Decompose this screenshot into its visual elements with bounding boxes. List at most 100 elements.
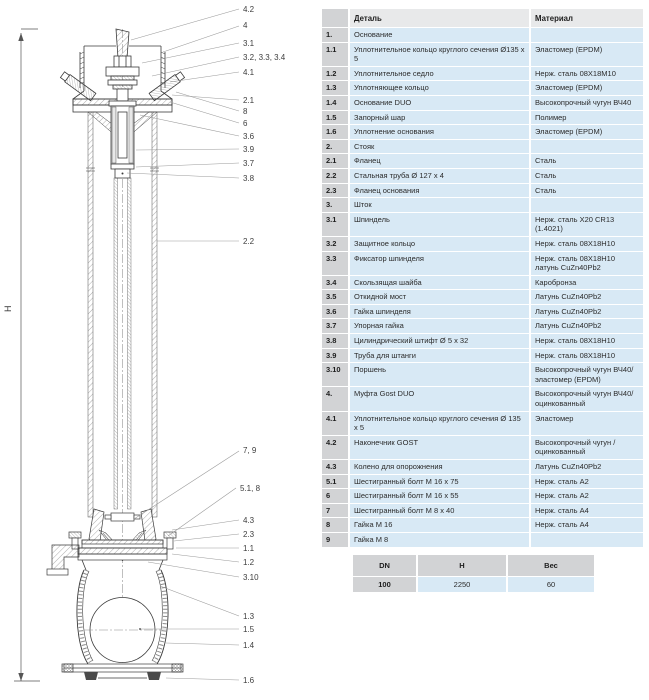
callout-labels: 4.2 4 3.1 3.2, 3.3, 3.4 4.1 2.1 8 6 3.6 … [240,5,286,685]
part-number: 4.2 [322,435,348,459]
part-number: 9 [322,532,348,547]
callout-label: 2.1 [243,96,255,105]
column-header-material: Материал [531,9,643,27]
callout-label: 3.2, 3.3, 3.4 [243,53,286,62]
parts-table-row: 1.3 Уплотняющее кольцо Эластомер (EPDM) [322,81,643,95]
part-name: Поршень [350,363,529,387]
part-number: 4.1 [322,411,348,435]
parts-table-row: 8 Гайка М 16 Нерж. сталь А4 [322,518,643,532]
part-number: 8 [322,518,348,532]
spindle-assembly [105,55,140,102]
column-header-dn: DN [353,554,416,576]
part-name: Фиксатор шпинделя [350,251,529,275]
part-name: Шестигранный болт М 8 x 40 [350,503,529,518]
part-name: Уплотнение основания [350,125,529,139]
callout-label: 7, 9 [243,446,257,455]
part-material [531,28,643,42]
parts-table-row: 6 Шестигранный болт М 16 x 55 Нерж. стал… [322,489,643,503]
part-number: 3.2 [322,236,348,251]
callout-label: 8 [243,107,248,116]
part-material: Латунь CuZn40Pb2 [531,304,643,319]
part-name: Основание [350,28,529,42]
part-material: Нерж. сталь 08Х18Н10 [531,334,643,348]
part-material: Сталь [531,183,643,198]
part-name: Колено для опорожнения [350,460,529,474]
part-number: 3.5 [322,290,348,304]
part-name: Упорная гайка [350,319,529,334]
part-number: 2.1 [322,154,348,168]
part-material: Латунь CuZn40Pb2 [531,290,643,304]
height-value: 2250 [418,576,506,592]
flange-bolt-right [163,531,177,550]
callout-label: 3.6 [243,132,255,141]
callout-label: 4.2 [243,5,255,14]
parts-table-row: 3.10 Поршень Высокопрочный чугун ВЧ40/эл… [322,363,643,387]
part-number: 3. [322,198,348,212]
callout-label: 4.3 [243,516,255,525]
part-material: Высокопрочный чугун ВЧ40/оцинкованный [531,387,643,411]
parts-table-header-row: Деталь Материал [322,9,643,27]
parts-table-row: 4. Муфта Gost DUO Высокопрочный чугун ВЧ… [322,387,643,411]
column-header-h: H [418,554,506,576]
parts-table-row: 3.8 Цилиндрический штифт Ø 5 x 32 Нерж. … [322,334,643,348]
parts-table-row: 7 Шестигранный болт М 8 x 40 Нерж. сталь… [322,503,643,518]
part-number: 2.3 [322,183,348,198]
part-material: Латунь CuZn40Pb2 [531,460,643,474]
part-name: Откидной мост [350,290,529,304]
part-material: Латунь CuZn40Pb2 [531,319,643,334]
callout-label: 4.1 [243,68,255,77]
part-number: 4. [322,387,348,411]
callout-label: 1.4 [243,641,255,650]
part-material: Каробронза [531,275,643,290]
parts-table-row: 3.6 Гайка шпинделя Латунь CuZn40Pb2 [322,304,643,319]
callout-label: 1.5 [243,625,255,634]
callout-label: 3.8 [243,174,255,183]
part-name: Шестигранный болт М 16 x 75 [350,474,529,489]
part-number: 1.2 [322,66,348,81]
parts-table-row: 2.1 Фланец Сталь [322,154,643,168]
part-number: 3.9 [322,348,348,363]
part-name: Скользящая шайба [350,275,529,290]
part-material: Эластомер (EPDM) [531,42,643,66]
part-number: 3.4 [322,275,348,290]
part-number: 1.4 [322,95,348,110]
part-name: Уплотняющее кольцо [350,81,529,95]
column-header-weight: Вес [508,554,594,576]
part-number: 7 [322,503,348,518]
part-material: Полимер [531,110,643,125]
callout-label: 3.1 [243,39,255,48]
parts-panel: Деталь Материал 1. Основание 1.1 Уплотни… [320,8,649,593]
part-name: Шток [350,198,529,212]
parts-table: Деталь Материал 1. Основание 1.1 Уплотни… [320,8,645,548]
part-material: Сталь [531,168,643,183]
part-material: Нерж. сталь А2 [531,489,643,503]
hydrant-head [59,28,186,179]
part-material: Нерж. сталь X20 CR13 (1.4021) [531,212,643,236]
parts-table-row: 2.2 Стальная труба Ø 127 x 4 Сталь [322,168,643,183]
dn-value: 100 [353,576,416,592]
part-name: Стояк [350,139,529,154]
part-material: Нерж. сталь А4 [531,518,643,532]
part-name: Шестигранный болт М 16 x 55 [350,489,529,503]
parts-table-row: 4.1 Уплотнительное кольцо круглого сечен… [322,411,643,435]
parts-table-row: 1.4 Основание DUO Высокопрочный чугун ВЧ… [322,95,643,110]
callout-label: 1.6 [243,676,255,685]
operating-rod [115,28,130,59]
part-material [531,198,643,212]
part-name: Основание DUO [350,95,529,110]
part-material: Сталь [531,154,643,168]
gost-coupling [46,508,177,576]
part-number: 1.3 [322,81,348,95]
part-name: Стальная труба Ø 127 x 4 [350,168,529,183]
dimension-H [14,28,40,682]
part-name: Уплотнительное седло [350,66,529,81]
part-name: Муфта Gost DUO [350,387,529,411]
callout-label: 2.3 [243,530,255,539]
part-material: Высокопрочный чугун / оцинкованный [531,435,643,459]
part-number: 2.2 [322,168,348,183]
part-number: 6 [322,489,348,503]
part-material: Нерж. сталь 08Х18Н10 [531,348,643,363]
part-name: Гайка М 16 [350,518,529,532]
parts-table-row: 3.4 Скользящая шайба Каробронза [322,275,643,290]
part-number: 3.6 [322,304,348,319]
